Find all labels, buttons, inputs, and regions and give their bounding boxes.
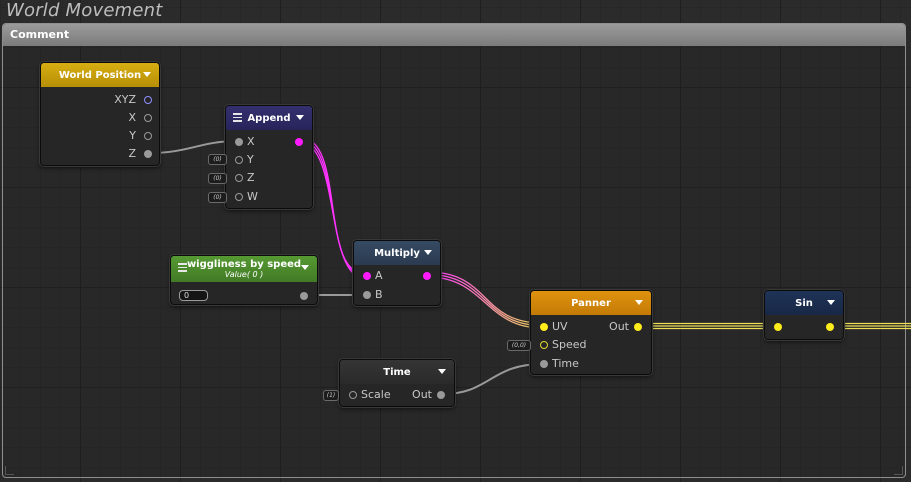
- node-wiggliness[interactable]: wiggliness by speed Value( 0 ) 0: [170, 255, 318, 305]
- node-title: Multiply: [374, 247, 420, 259]
- node-wiggliness-header[interactable]: wiggliness by speed Value( 0 ): [171, 256, 317, 282]
- input-port-uv[interactable]: [540, 323, 548, 331]
- port-label-b: B: [375, 288, 383, 301]
- port-label-x: X: [128, 111, 136, 124]
- node-time-header[interactable]: Time: [340, 360, 454, 384]
- output-port[interactable]: [295, 138, 303, 146]
- wire-time-to-panner-time: [442, 363, 544, 395]
- output-port[interactable]: [634, 323, 642, 331]
- default-chip-y[interactable]: (0): [208, 154, 227, 165]
- input-port-b[interactable]: [363, 291, 371, 299]
- port-label-out: Out: [609, 320, 629, 333]
- dropdown-arrow-icon[interactable]: [827, 300, 835, 305]
- input-port-time[interactable]: [540, 360, 548, 368]
- port-label-uv: UV: [552, 320, 568, 333]
- output-port[interactable]: [437, 391, 445, 399]
- resize-corner-left[interactable]: [5, 466, 14, 475]
- output-port-y[interactable]: [144, 132, 152, 140]
- node-subtitle: Value( 0 ): [224, 270, 264, 279]
- port-label-x: X: [247, 135, 255, 148]
- port-label-z: Z: [128, 147, 136, 160]
- input-port-w[interactable]: [235, 193, 243, 201]
- menu-icon[interactable]: [233, 113, 242, 122]
- node-title: Panner: [571, 297, 611, 309]
- wire-panner-to-sin: [638, 322, 777, 330]
- value-field[interactable]: 0: [179, 290, 208, 301]
- output-port[interactable]: [423, 272, 431, 280]
- output-port-z[interactable]: [144, 150, 152, 158]
- node-title: Time: [383, 366, 411, 378]
- graph-title: World Movement: [6, 0, 163, 21]
- node-title: wiggliness by speed: [186, 259, 302, 270]
- wire-multiply-to-panner-uv: [427, 271, 543, 329]
- default-chip-z[interactable]: (0): [208, 173, 227, 184]
- port-label-scale: Scale: [361, 388, 391, 401]
- node-time[interactable]: Time Scale Out: [339, 359, 455, 407]
- port-label-out: Out: [412, 388, 432, 401]
- menu-icon[interactable]: [178, 263, 187, 272]
- resize-corner-right[interactable]: [894, 466, 903, 475]
- dropdown-arrow-icon[interactable]: [301, 265, 309, 270]
- node-title: World Position: [58, 69, 142, 81]
- port-label-xyz: XYZ: [114, 93, 136, 106]
- dropdown-arrow-icon[interactable]: [296, 115, 304, 120]
- node-title: Append: [247, 112, 291, 124]
- port-label-speed: Speed: [552, 338, 587, 351]
- default-chip-scale[interactable]: (1): [323, 390, 339, 401]
- node-panner[interactable]: Panner UV Speed Time Out: [530, 290, 652, 375]
- default-chip-speed[interactable]: (0,0): [507, 340, 531, 351]
- port-label-y: Y: [129, 129, 136, 142]
- port-label-w: W: [247, 190, 258, 203]
- node-sin[interactable]: Sin: [764, 290, 844, 340]
- dropdown-arrow-icon[interactable]: [635, 300, 643, 305]
- node-append-header[interactable]: Append: [226, 106, 312, 130]
- node-world-position-header[interactable]: World Position: [41, 63, 159, 87]
- input-port-a[interactable]: [363, 272, 371, 280]
- node-title: Sin: [795, 297, 813, 309]
- node-multiply-header[interactable]: Multiply: [354, 241, 440, 265]
- input-port-y[interactable]: [235, 156, 243, 164]
- default-chip-w[interactable]: (0): [208, 192, 227, 203]
- output-port[interactable]: [826, 323, 834, 331]
- output-port-xyz[interactable]: [144, 96, 152, 104]
- port-label-z: Z: [247, 171, 255, 184]
- node-world-position[interactable]: World Position XYZ X Y Z: [40, 62, 160, 166]
- output-port[interactable]: [300, 292, 308, 300]
- dropdown-arrow-icon[interactable]: [424, 250, 432, 255]
- port-label-a: A: [375, 269, 383, 282]
- dropdown-arrow-icon[interactable]: [438, 369, 446, 374]
- node-multiply[interactable]: Multiply A B: [353, 240, 441, 306]
- input-port-scale[interactable]: [349, 391, 357, 399]
- input-port[interactable]: [774, 323, 782, 331]
- input-port-z[interactable]: [235, 174, 243, 182]
- node-append[interactable]: Append X Y Z W: [225, 105, 313, 209]
- input-port-x[interactable]: [235, 138, 243, 146]
- port-label-y: Y: [247, 153, 254, 166]
- output-port-x[interactable]: [144, 114, 152, 122]
- comment-header[interactable]: Comment: [3, 24, 905, 46]
- node-sin-header[interactable]: Sin: [765, 291, 843, 315]
- dropdown-arrow-icon[interactable]: [143, 72, 151, 77]
- port-label-time: Time: [552, 357, 579, 370]
- node-panner-header[interactable]: Panner: [531, 291, 651, 315]
- input-port-speed[interactable]: [540, 341, 548, 349]
- node-title-block: wiggliness by speed Value( 0 ): [187, 259, 301, 279]
